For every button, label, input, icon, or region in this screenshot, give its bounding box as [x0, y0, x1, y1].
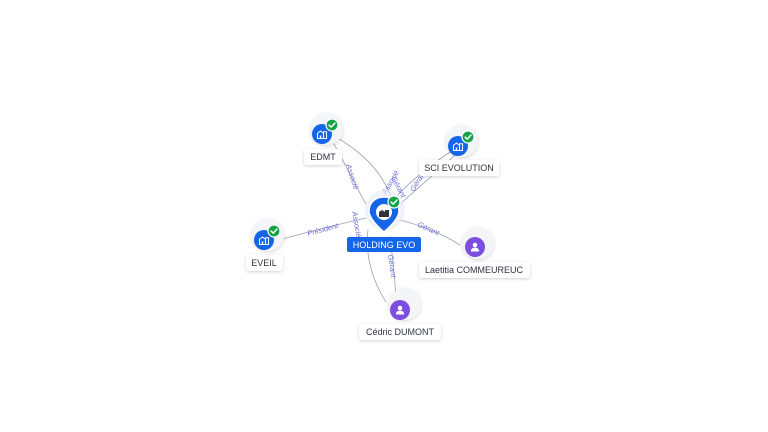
edge-label: Associé	[344, 162, 361, 191]
edge-eveil-president	[277, 217, 367, 241]
node-label: EDMT	[310, 152, 336, 162]
edge-label: Gérant	[416, 220, 441, 238]
node-eveil[interactable]: EVEIL	[246, 219, 284, 271]
node-label: Cédric DUMONT	[366, 327, 435, 337]
node-label: Laetitia COMMEUREUC	[425, 265, 524, 275]
edge-label: Président	[306, 221, 340, 238]
center-label: HOLDING EVO	[353, 240, 416, 250]
edge-label: Associé	[350, 210, 364, 238]
node-sci-evolution[interactable]: SCI EVOLUTION	[419, 125, 499, 176]
edge-cedric-associe	[366, 229, 387, 303]
node-label: SCI EVOLUTION	[424, 163, 494, 173]
center-label-badge	[347, 237, 421, 252]
node-laetitia-commeureuc[interactable]: Laetitia COMMEUREUC	[419, 227, 530, 278]
edge-laetitia-gerant	[399, 219, 461, 246]
node-holding-evo[interactable]: HOLDING EVO	[347, 190, 421, 252]
node-label: EVEIL	[251, 258, 277, 268]
edge-edmt-associe	[329, 136, 367, 205]
building-icon	[379, 210, 389, 217]
edge-label: Gérant	[386, 254, 398, 279]
node-edmt[interactable]: EDMT	[304, 113, 343, 165]
node-cedric-dumont[interactable]: Cédric DUMONT	[359, 288, 441, 340]
